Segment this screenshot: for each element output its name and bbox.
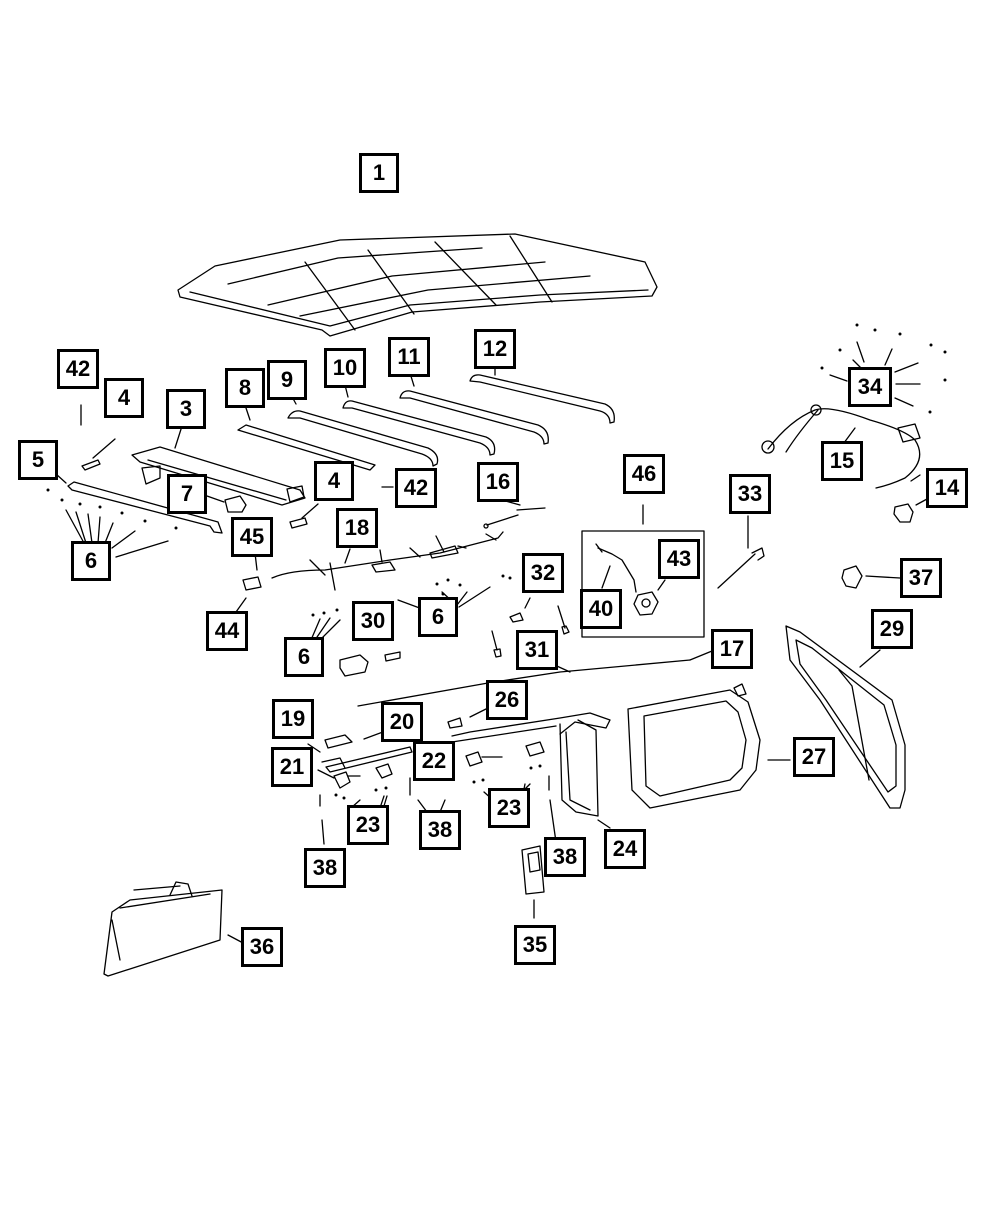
part-32 [492,598,569,657]
callout-6c: 6 [284,637,324,677]
callout-40: 40 [580,589,622,629]
latch-part-37 [842,566,900,588]
callout-6b: 6 [418,597,458,637]
callout-16: 16 [477,462,519,502]
bracket-part-7 [207,496,246,512]
rear-glass-part-29 [786,626,905,808]
callout-5: 5 [18,440,58,480]
callout-18: 18 [336,508,378,548]
callout-44: 44 [206,611,248,651]
fastener-dots-6-mid [435,574,512,596]
fastener-part-6-left [66,510,168,557]
hinge-part-21 [318,764,392,788]
callout-42b: 42 [395,468,437,508]
connector-part-14 [894,499,927,522]
cable-part-40 [596,544,636,592]
callout-31: 31 [516,630,558,670]
callout-23b: 23 [488,788,530,828]
callout-38b: 38 [544,837,586,877]
callout-7: 7 [167,474,207,514]
callout-21: 21 [271,747,313,787]
callout-24: 24 [604,829,646,869]
callout-6: 6 [71,541,111,581]
callout-29: 29 [871,609,913,649]
motor-part-43 [634,580,665,615]
header-part-3 [132,426,305,505]
callout-34: 34 [848,367,892,407]
fastener-dots-6-low [311,608,339,617]
callout-36: 36 [241,927,283,967]
callout-11: 11 [388,337,430,377]
callout-10: 10 [324,348,366,388]
bracket-part-4b [290,504,318,528]
callout-46: 46 [623,454,665,494]
shade-part-36 [104,882,245,976]
pillar-trim-part-24 [452,713,610,828]
callout-38: 38 [419,810,461,850]
kit-box-part-46 [582,505,704,637]
callout-4b: 4 [314,461,354,501]
rod-part-16 [484,499,545,528]
latch-part-30 [340,652,400,676]
callout-27: 27 [793,737,835,777]
callout-42: 42 [57,349,99,389]
callout-35: 35 [514,925,556,965]
callout-20: 20 [381,702,423,742]
callout-3: 3 [166,389,206,429]
seal-part-8 [238,408,375,470]
side-glass-part-27 [628,684,790,808]
callout-12: 12 [474,329,516,369]
callout-19: 19 [272,699,314,739]
seal-part-10 [343,385,495,455]
rail-part-20 [308,732,412,772]
hinge-part-22 [466,742,544,766]
harness-part-18 [272,532,503,590]
callout-9: 9 [267,360,307,400]
seal-part-12 [470,364,614,423]
bracket-part-4 [82,439,115,470]
roof-panel [178,234,657,336]
fastener-dots-23 [334,764,542,800]
fastener-dots-34 [820,323,947,414]
callout-15: 15 [821,441,863,481]
callout-30: 30 [352,601,394,641]
callout-17: 17 [711,629,753,669]
callout-4: 4 [104,378,144,418]
fastener-part-6-low [311,618,340,640]
fob-part-35 [522,846,544,918]
callout-1: 1 [359,153,399,193]
callout-37: 37 [900,558,942,598]
callout-8: 8 [225,368,265,408]
callout-45: 45 [231,517,273,557]
callout-33: 33 [729,474,771,514]
fastener-dots-6-left [46,488,178,530]
callout-32: 32 [522,553,564,593]
retainer-part-44 [236,577,261,612]
callout-22: 22 [413,741,455,781]
callout-26: 26 [486,680,528,720]
clip-part-26 [448,708,488,728]
callout-23: 23 [347,805,389,845]
callout-14: 14 [926,468,968,508]
callout-43: 43 [658,539,700,579]
strut-part-33 [718,516,764,588]
callout-38c: 38 [304,848,346,888]
